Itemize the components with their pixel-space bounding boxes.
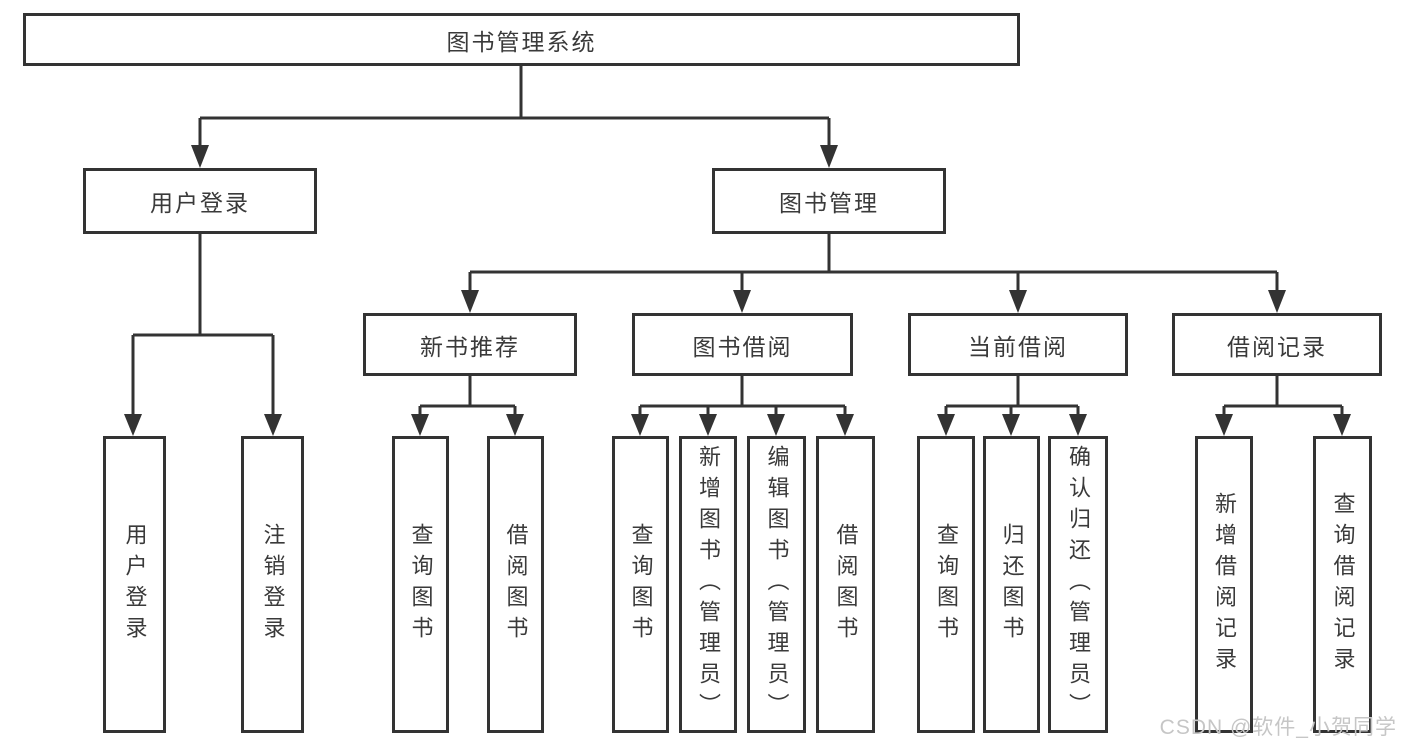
node-book-borrow-label: 图书借阅 xyxy=(692,333,793,360)
node-current-borrow: 当前借阅 xyxy=(908,313,1128,376)
leaf-nb-query-books-label: 查询图书 xyxy=(408,522,434,647)
leaf-bb-borrow-books-label: 借阅图书 xyxy=(833,522,859,647)
leaf-cb-confirm-return-admin-label: 确认归还（管理员） xyxy=(1066,445,1091,724)
node-user-login: 用户登录 xyxy=(83,168,317,234)
leaf-logout: 注销登录 xyxy=(241,436,304,733)
leaf-nb-borrow-books-label: 借阅图书 xyxy=(503,522,529,647)
node-book-management: 图书管理 xyxy=(712,168,946,234)
node-new-book-recommend-label: 新书推荐 xyxy=(420,333,520,360)
node-new-book-recommend: 新书推荐 xyxy=(363,313,577,376)
leaf-cb-confirm-return-admin: 确认归还（管理员） xyxy=(1048,436,1108,733)
node-root-system: 图书管理系统 xyxy=(23,13,1020,66)
node-borrow-records: 借阅记录 xyxy=(1172,313,1382,376)
node-borrow-records-label: 借阅记录 xyxy=(1227,333,1327,360)
node-user-login-label: 用户登录 xyxy=(150,190,250,216)
node-book-management-label: 图书管理 xyxy=(779,190,879,216)
node-current-borrow-label: 当前借阅 xyxy=(968,333,1068,360)
node-book-borrow: 图书借阅 xyxy=(632,313,853,376)
leaf-cb-return-books: 归还图书 xyxy=(983,436,1040,733)
leaf-bb-edit-books-admin-label: 编辑图书（管理员） xyxy=(764,445,790,724)
leaf-bb-add-books-admin-label: 新增图书（管理员） xyxy=(696,445,721,724)
leaf-user-login: 用户登录 xyxy=(103,436,166,733)
leaf-bb-edit-books-admin: 编辑图书（管理员） xyxy=(747,436,806,733)
leaf-cb-return-books-label: 归还图书 xyxy=(999,522,1025,647)
leaf-logout-label: 注销登录 xyxy=(260,522,286,647)
leaf-br-query-borrow-record: 查询借阅记录 xyxy=(1313,436,1372,733)
leaf-bb-add-books-admin: 新增图书（管理员） xyxy=(679,436,737,733)
leaf-bb-borrow-books: 借阅图书 xyxy=(816,436,875,733)
leaf-bb-query-books: 查询图书 xyxy=(612,436,669,733)
leaf-br-add-borrow-record: 新增借阅记录 xyxy=(1195,436,1253,733)
leaf-br-query-borrow-record-label: 查询借阅记录 xyxy=(1330,491,1356,678)
node-root-system-label: 图书管理系统 xyxy=(446,28,597,55)
leaf-nb-borrow-books: 借阅图书 xyxy=(487,436,544,733)
leaf-nb-query-books: 查询图书 xyxy=(392,436,449,733)
leaf-br-add-borrow-record-label: 新增借阅记录 xyxy=(1212,491,1237,678)
leaf-cb-query-books-label: 查询图书 xyxy=(934,522,959,647)
leaf-user-login-label: 用户登录 xyxy=(122,522,148,647)
leaf-cb-query-books: 查询图书 xyxy=(917,436,975,733)
leaf-bb-query-books-label: 查询图书 xyxy=(628,522,654,647)
